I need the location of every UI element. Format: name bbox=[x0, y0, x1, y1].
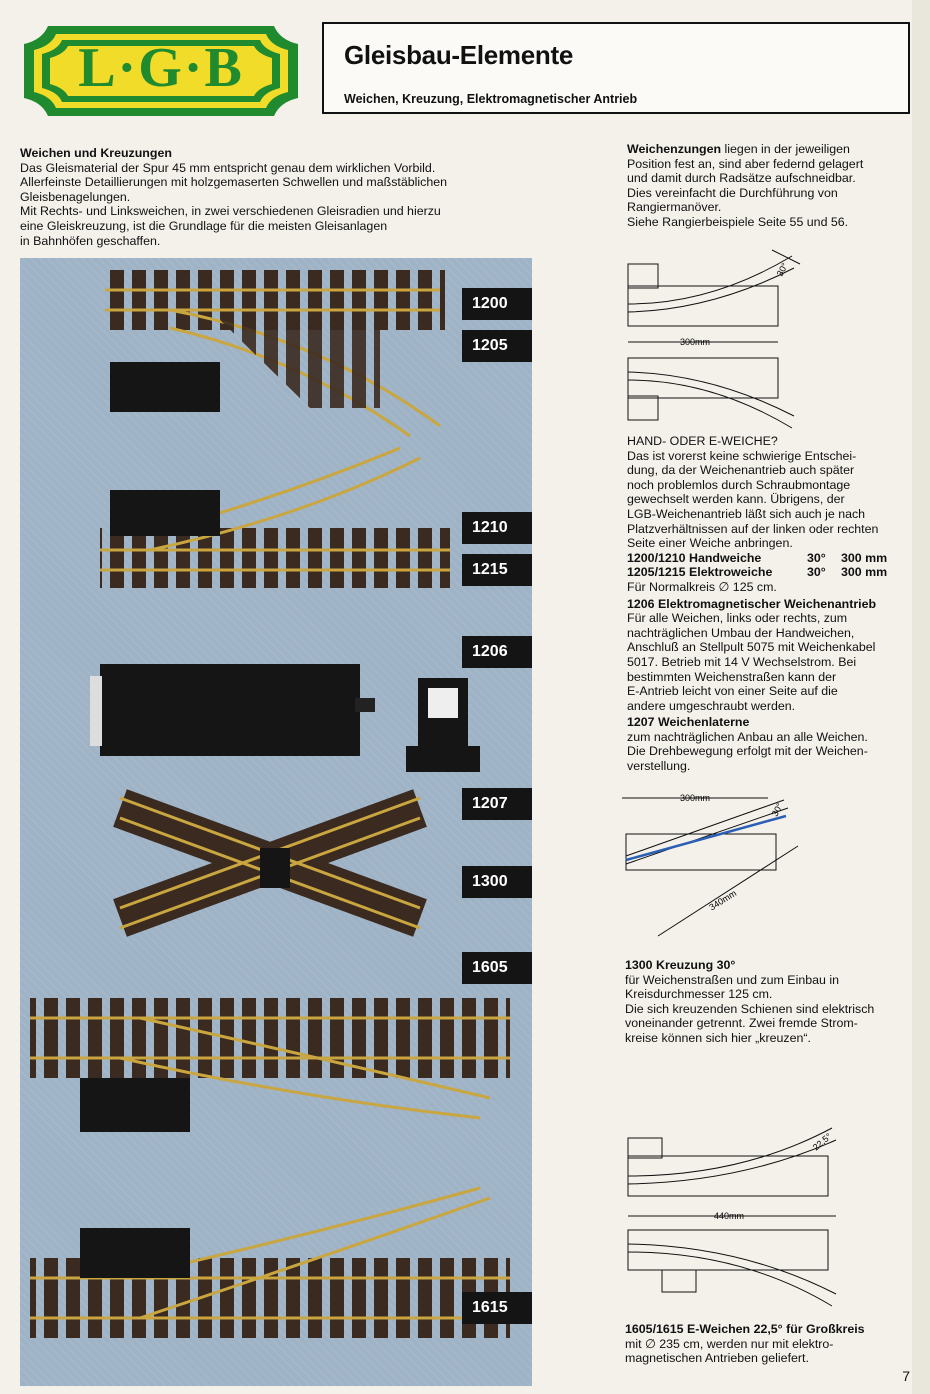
laterne-line: verstellung. bbox=[627, 759, 691, 774]
antrieb-line: 5017. Betrieb mit 14 V Wechselstrom. Bei bbox=[627, 654, 857, 669]
header-box: Gleisbau-Elemente Weichen, Kreuzung, Ele… bbox=[322, 22, 910, 114]
weichenzungen-line: Rangiermanöver. bbox=[627, 200, 722, 215]
label-1615: 1615 bbox=[462, 1292, 532, 1324]
hand-line: Platzverhältnissen auf der linken oder r… bbox=[627, 521, 879, 536]
spec-code: 1200/1210 Handweiche bbox=[627, 550, 762, 565]
grosskreis-line: mit ∅ 235 cm, werden nur mit elektro- bbox=[625, 1336, 834, 1351]
grosskreis-heading: 1605/1615 E-Weichen 22,5° für Großkreis bbox=[625, 1322, 865, 1336]
hand-line: gewechselt werden kann. Übrigens, der bbox=[627, 492, 845, 507]
weichenzungen-line: und damit durch Radsätze aufschneidbar. bbox=[627, 171, 856, 186]
page-title: Gleisbau-Elemente bbox=[344, 40, 573, 70]
label-1205: 1205 bbox=[462, 330, 532, 362]
hand-heading: HAND- ODER E-WEICHE? bbox=[627, 434, 778, 448]
intro-line: Das Gleismaterial der Spur 45 mm entspri… bbox=[20, 160, 436, 175]
spec-angle: 30° bbox=[807, 565, 826, 580]
label-1210: 1210 bbox=[462, 512, 532, 544]
kreuzung-line: voneinander getrennt. Zwei fremde Strom- bbox=[625, 1016, 858, 1031]
kreuzung-line: kreise können sich hier „kreuzen“. bbox=[625, 1030, 811, 1045]
spec-angle: 30° bbox=[807, 550, 826, 565]
label-1605: 1605 bbox=[462, 952, 532, 984]
turnout-diagram-300mm: 30° 300mm bbox=[622, 246, 822, 432]
spec-code: 1205/1215 Elektroweiche bbox=[627, 565, 773, 580]
hand-line: dung, da der Weichenantrieb auch später bbox=[627, 463, 855, 478]
label-1215: 1215 bbox=[462, 554, 532, 586]
weichenzungen-heading: Weichenzungen bbox=[627, 142, 722, 156]
laterne-heading: 1207 Weichenlaterne bbox=[627, 715, 750, 730]
page-edge bbox=[912, 0, 930, 1394]
turnout-1210-illustration bbox=[100, 446, 450, 588]
weichenzungen-line: Siehe Rangierbeispiele Seite 55 und 56. bbox=[627, 214, 849, 229]
spec-row: 1200/1210 Handweiche 30° 300 mm bbox=[627, 551, 919, 566]
turnout-diagram-440mm: 22,5° 440mm bbox=[622, 1116, 842, 1318]
d3-angle: 22,5° bbox=[811, 1131, 834, 1152]
label-1300: 1300 bbox=[462, 866, 532, 898]
antrieb-line: nachträglichen Umbau der Handweichen, bbox=[627, 625, 855, 640]
label-1206: 1206 bbox=[462, 636, 532, 668]
hand-line: Das ist vorerst keine schwierige Entsche… bbox=[627, 448, 857, 463]
hand-e-weiche-section: HAND- ODER E-WEICHE? Das ist vorerst kei… bbox=[627, 434, 919, 774]
antrieb-line: Für alle Weichen, links oder rechts, zum bbox=[627, 611, 848, 626]
weichenzungen-line: Dies vereinfacht die Durchführung von bbox=[627, 185, 838, 200]
hand-line: LGB-Weichenantrieb läßt sich auch je nac… bbox=[627, 506, 866, 521]
antrieb-line: Anschluß an Stellpult 5075 mit Weichenka… bbox=[627, 640, 876, 655]
antrieb-heading: 1206 Elektromagnetischer Weichenantrieb bbox=[627, 596, 877, 611]
intro-line: Allerfeinste Detaillierungen mit holzgem… bbox=[20, 175, 448, 190]
spec-row: 1205/1215 Elektroweiche 30° 300 mm bbox=[627, 565, 919, 580]
intro-line: in Bahnhöfen geschaffen. bbox=[20, 233, 161, 248]
hand-line: Seite einer Weiche anbringen. bbox=[627, 536, 793, 551]
weichenzungen-line: Position fest an, sind aber federnd gela… bbox=[627, 156, 864, 171]
kreuzung-line: Die sich kreuzenden Schienen sind elektr… bbox=[625, 1001, 875, 1016]
antrieb-line: bestimmten Weichenstraßen kann der bbox=[627, 669, 837, 684]
hand-line: noch problemlos durch Schraubmontage bbox=[627, 477, 851, 492]
logo-text: L·G·B bbox=[78, 37, 244, 99]
intro-section: Weichen und Kreuzungen Das Gleismaterial… bbox=[20, 146, 540, 248]
grosskreis-line: magnetischen Antrieben geliefert. bbox=[625, 1351, 809, 1366]
label-1207: 1207 bbox=[462, 788, 532, 820]
lantern-1207-illustration bbox=[406, 678, 480, 772]
spec-length: 300 mm bbox=[841, 550, 888, 565]
intro-line: Mit Rechts- und Linksweichen, in zwei ve… bbox=[20, 204, 441, 219]
page-number: 7 bbox=[902, 1368, 910, 1384]
lgb-logo: L·G·B bbox=[18, 22, 304, 120]
laterne-line: Die Drehbewegung erfolgt mit der Weichen… bbox=[627, 744, 868, 759]
d2-diag: 340mm bbox=[707, 888, 738, 912]
weichenzungen-line: liegen in der jeweiligen bbox=[721, 142, 850, 156]
d1-angle: 30° bbox=[775, 261, 790, 278]
kreuzung-line: Kreisdurchmesser 125 cm. bbox=[625, 987, 773, 1002]
kreuzung-line: für Weichenstraßen und zum Einbau in bbox=[625, 972, 839, 987]
turnout-1615-illustration bbox=[30, 1186, 510, 1338]
laterne-line: zum nachträglichen Anbau an alle Weichen… bbox=[627, 729, 868, 744]
turnout-1605-illustration bbox=[30, 998, 510, 1132]
turnout-1200-illustration bbox=[105, 270, 445, 438]
page-subtitle: Weichen, Kreuzung, Elektromagnetischer A… bbox=[344, 92, 638, 106]
track-illustrations bbox=[30, 270, 510, 1338]
kreuzung-heading: 1300 Kreuzung 30° bbox=[625, 958, 736, 972]
crossing-1300-illustration bbox=[113, 789, 427, 937]
intro-heading: Weichen und Kreuzungen bbox=[20, 146, 172, 160]
normal-circle: Für Normalkreis ∅ 125 cm. bbox=[627, 579, 777, 594]
antrieb-line: andere umgeschraubt werden. bbox=[627, 698, 796, 713]
d3-length: 440mm bbox=[714, 1211, 744, 1221]
weichenzungen-section: Weichenzungen liegen in der jeweiligen P… bbox=[627, 142, 912, 230]
kreuzung-section: 1300 Kreuzung 30° für Weichenstraßen und… bbox=[625, 958, 917, 1046]
d2-length: 300mm bbox=[680, 793, 710, 803]
antrieb-line: E-Antrieb leicht von einer Seite auf die bbox=[627, 684, 838, 699]
crossing-diagram: 300mm 30° 340mm bbox=[618, 786, 818, 952]
intro-line: Gleisbenagelungen. bbox=[20, 189, 131, 204]
d1-length: 300mm bbox=[680, 337, 710, 347]
product-photo-panel: 1200 1205 1210 1215 1206 1207 1300 1605 … bbox=[20, 258, 532, 1386]
grosskreis-section: 1605/1615 E-Weichen 22,5° für Großkreis … bbox=[625, 1322, 917, 1366]
spec-length: 300 mm bbox=[841, 565, 888, 580]
motor-1206-illustration bbox=[90, 664, 375, 756]
label-1200: 1200 bbox=[462, 288, 532, 320]
intro-line: eine Gleiskreuzung, ist die Grundlage fü… bbox=[20, 218, 388, 233]
